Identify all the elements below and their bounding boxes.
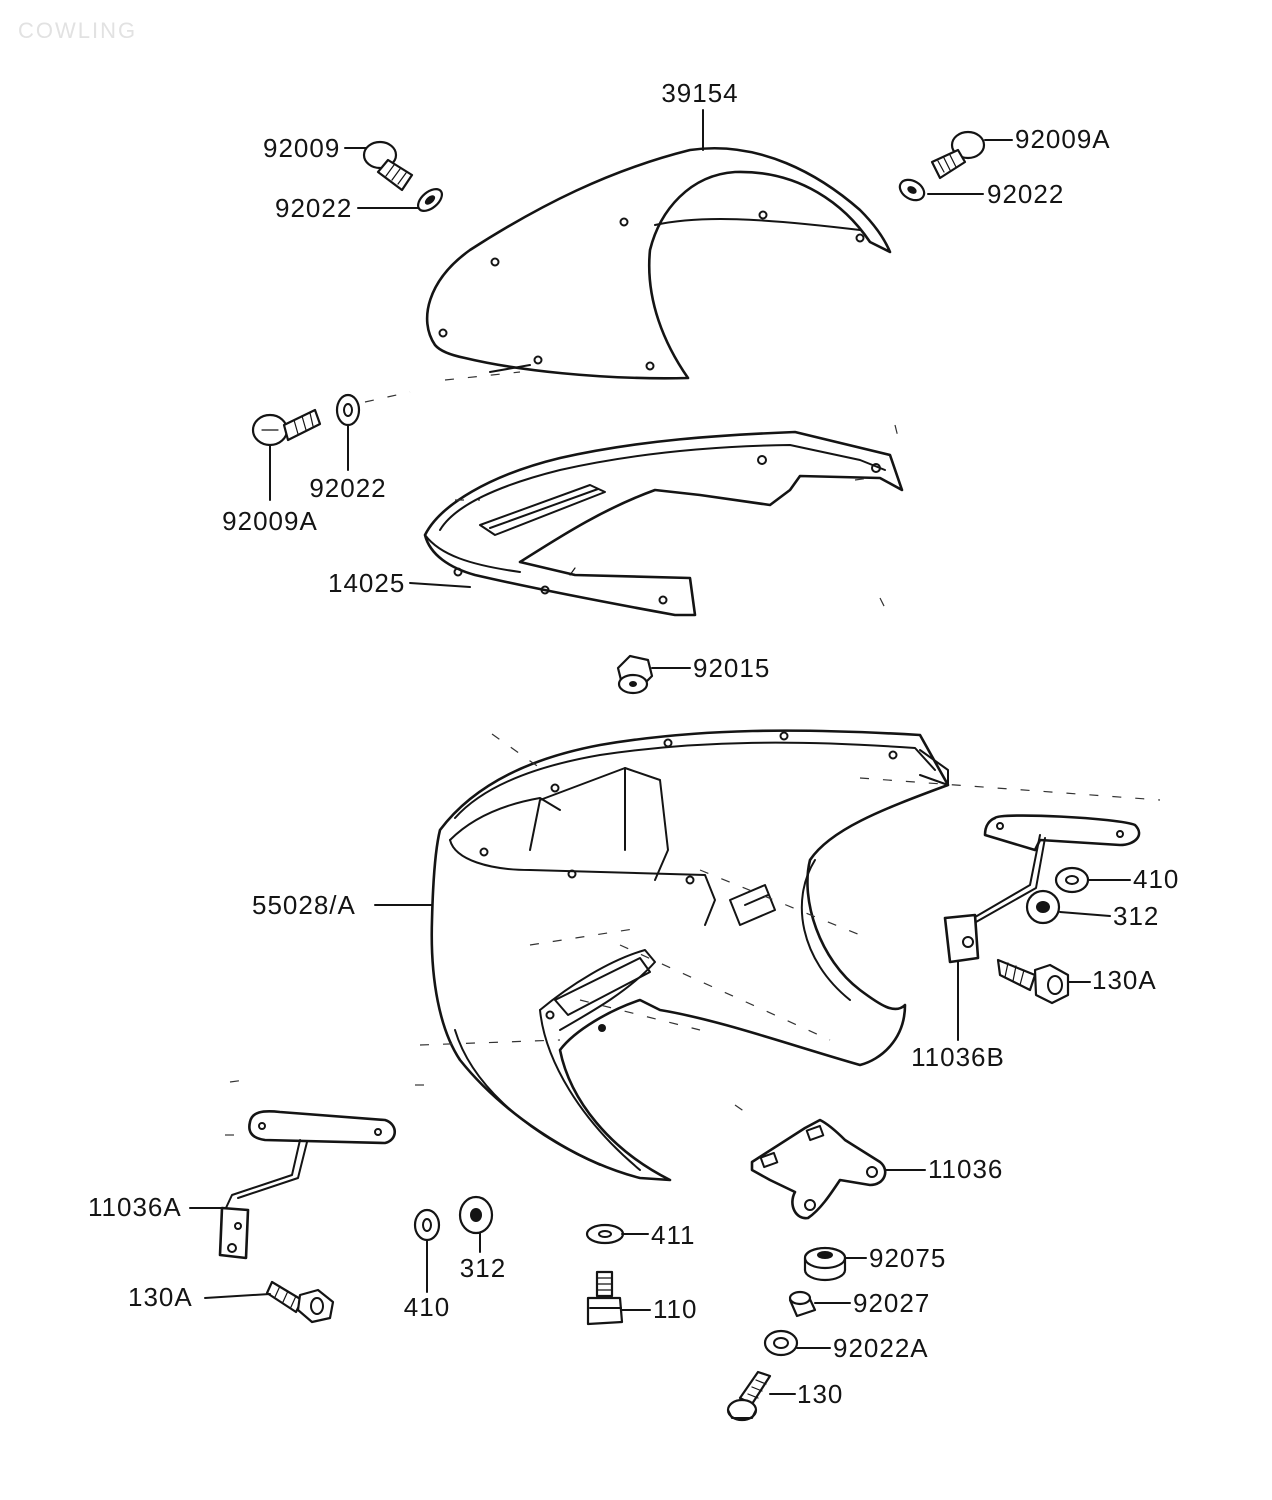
washer-92022-top-right [898, 178, 926, 202]
label-92022A: 92022A [833, 1333, 929, 1363]
assembly-dashed-lines [225, 371, 1161, 1136]
label-312-right: 312 [1113, 901, 1159, 931]
label-130A-left: 130A [128, 1282, 193, 1312]
washer-411 [585, 1223, 625, 1245]
bolt-92009 [362, 140, 414, 192]
windshield-39154 [425, 147, 892, 380]
label-92022-top-left: 92022 [275, 193, 352, 223]
bracket-11036 [750, 1118, 887, 1220]
label-14025: 14025 [328, 568, 405, 598]
bolt-130A-right [996, 958, 1070, 1005]
label-92009A-mid: 92009A [222, 506, 318, 536]
bracket-14025 [423, 430, 904, 617]
bracket-11036A [218, 1110, 397, 1260]
washer-92022-mid [335, 393, 361, 427]
label-130: 130 [797, 1379, 843, 1409]
grommet-92075 [803, 1246, 847, 1282]
label-312-left: 312 [460, 1253, 506, 1283]
label-92009: 92009 [263, 133, 340, 163]
label-11036A: 11036A [88, 1192, 182, 1222]
label-410-left: 410 [404, 1292, 450, 1322]
washer-92022-top-left [417, 188, 443, 212]
cowling-55028A [430, 729, 950, 1182]
label-92015: 92015 [693, 653, 770, 683]
label-92075: 92075 [869, 1243, 946, 1273]
label-92009A-top-right: 92009A [1015, 124, 1111, 154]
label-130A-right: 130A [1092, 965, 1157, 995]
washer-92022A [763, 1329, 799, 1357]
bolt-92009A-top-right [930, 130, 986, 180]
collar-92027 [788, 1290, 817, 1318]
label-92027: 92027 [853, 1288, 930, 1318]
washer-410-right [1054, 866, 1090, 894]
nut-312-left [458, 1195, 494, 1235]
nut-92015 [616, 654, 654, 695]
bracket-11036B [943, 814, 1141, 964]
label-110: 110 [653, 1294, 697, 1324]
label-55028A: 55028/A [252, 890, 356, 920]
bolt-130 [726, 1370, 772, 1422]
part-labels: 39154 92009 92022 92009A 92022 92022 920… [88, 78, 1179, 1409]
label-410-right: 410 [1133, 864, 1179, 894]
label-39154: 39154 [661, 78, 738, 108]
stud-110 [586, 1270, 624, 1326]
label-11036B: 11036B [911, 1042, 1005, 1072]
label-411: 411 [651, 1220, 695, 1250]
bolt-130A-left [265, 1280, 335, 1324]
washer-410-left [413, 1208, 441, 1242]
leader-lines [189, 109, 1131, 1395]
diagram-title: COWLING [18, 18, 137, 43]
label-92022-top-right: 92022 [987, 179, 1064, 209]
bolt-92009A-mid [251, 408, 322, 447]
label-92022-mid: 92022 [309, 473, 386, 503]
label-11036: 11036 [928, 1154, 1003, 1184]
nut-312-right [1025, 889, 1061, 925]
